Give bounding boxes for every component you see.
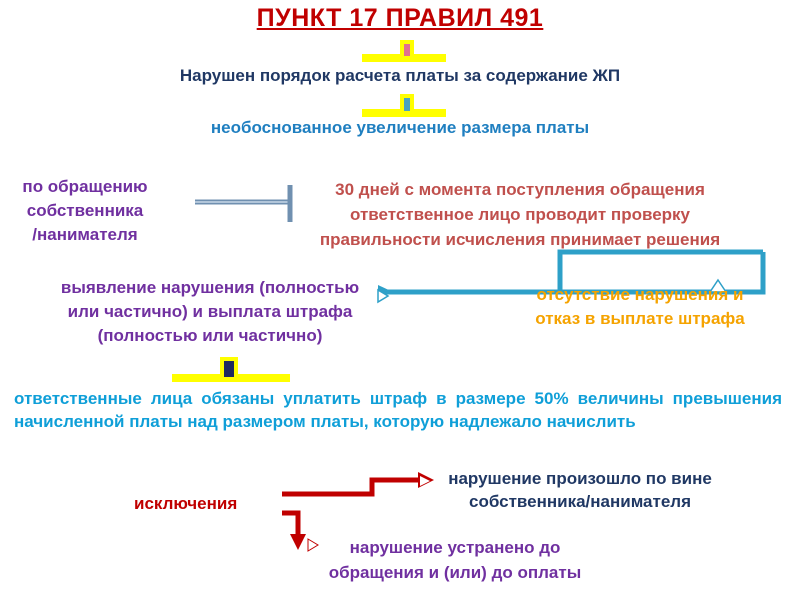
fine-obligation-text: ответственные лица обязаны уплатить штра… [14,389,782,431]
connector-subtitle-to-increase [362,94,446,117]
violation-fixed-line: обращения и (или) до оплаты [328,563,582,582]
owner-fault-line: нарушение произошло по вине [448,469,712,488]
page-title: ПУНКТ 17 ПРАВИЛ 491 [256,4,544,32]
check-period-line: правильности исчисления принимает решени… [319,230,721,249]
appeal-line: по обращению [22,177,148,196]
violation-detected-block: выявление нарушения (полностью или части… [0,276,420,348]
triangle-marker-absence [708,278,728,293]
no-violation-line: отказ в выплате штрафа [535,309,745,328]
arrow-exceptions-to-fixed [282,510,319,552]
violation-heading: Нарушен порядок расчета платы за содержа… [179,66,621,85]
check-period-block: 30 дней с момента поступления обращения … [250,177,790,252]
no-violation-block: отсутствие нарушения и отказ в выплате ш… [480,283,800,331]
check-period-line: 30 дней с момента поступления обращения [335,180,705,199]
violation-fixed-line: нарушение устранено до [349,538,561,557]
triangle-marker-detect [377,288,390,304]
violation-fixed-block: нарушение устранено до обращения и (или)… [270,535,640,585]
connector-detect-to-obliged [172,357,290,382]
unjustified-increase-text: необоснованное увеличение размера платы [210,118,590,137]
arrow-appeal-to-days [195,185,293,222]
connector-title-to-subtitle [362,40,446,62]
appeal-line: собственника [26,201,144,220]
no-violation-line: отсутствие нарушения и [536,285,744,304]
arrow-exceptions-to-fault [282,472,434,497]
check-period-line: ответственное лицо проводит проверку [350,205,690,224]
appeal-line: /нанимателя [32,225,138,244]
exceptions-label: исключения [134,494,238,513]
owner-fault-block: нарушение произошло по вине собственника… [400,467,760,513]
violation-detected-line: (полностью или частично) [97,326,323,345]
violation-detected-line: или частично) и выплата штрафа [67,302,353,321]
owner-fault-line: собственника/нанимателя [469,492,691,511]
appeal-block: по обращению собственника /нанимателя [0,175,170,247]
violation-detected-line: выявление нарушения (полностью [60,278,360,297]
